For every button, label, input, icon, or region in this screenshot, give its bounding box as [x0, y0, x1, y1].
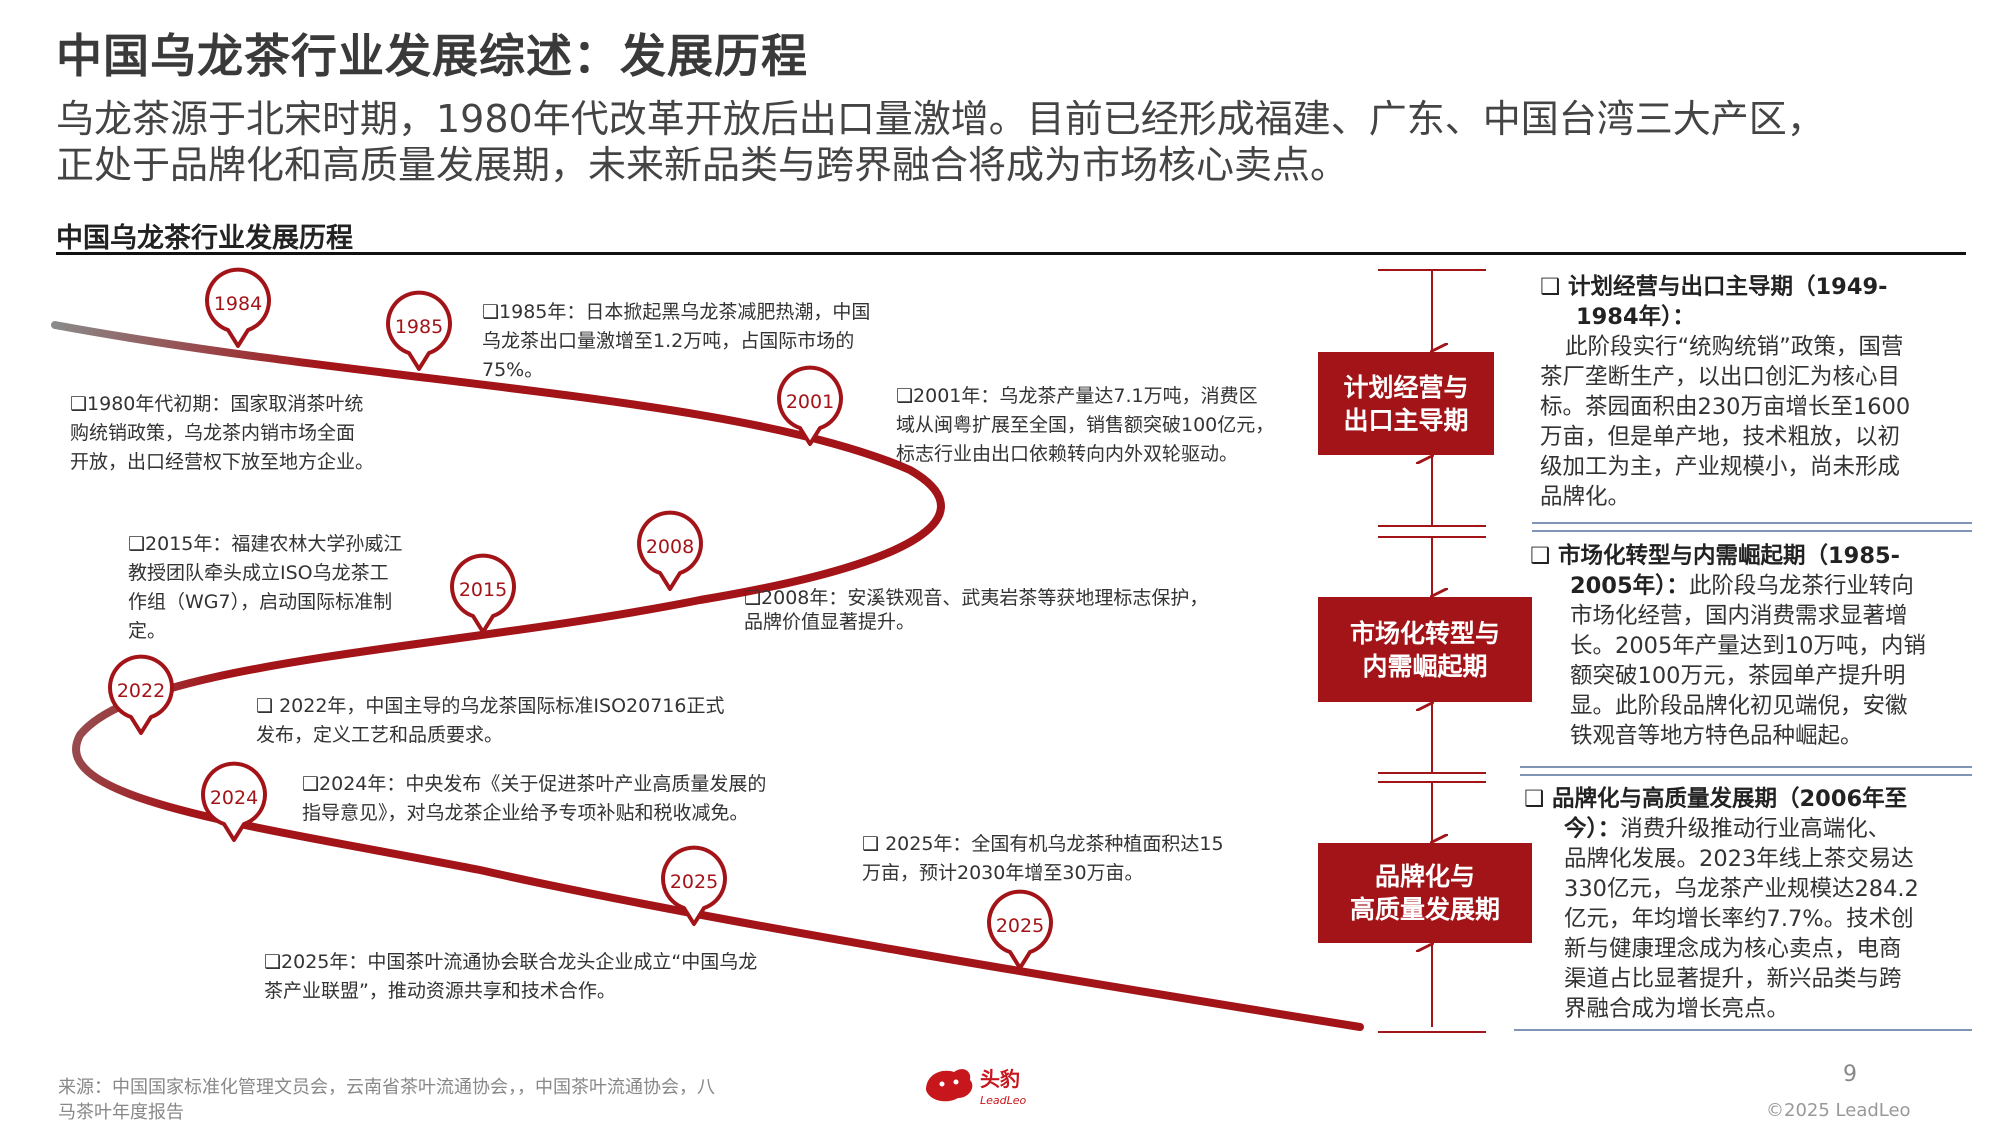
page-title: 中国乌龙茶行业发展综述：发展历程 [56, 29, 808, 83]
note-1980s: ❑1980年代初期：国家取消茶叶统购统销政策，乌龙茶内销市场全面开放，出口经营权… [70, 393, 375, 473]
phase-desc-1: ❑ 计划经营与出口主导期（1949- 1984年）： 此阶段实行“统购统销”政策… [1540, 274, 1911, 510]
year-pin-label: 1984 [214, 293, 262, 315]
note-2024: ❑2024年：中央发布《关于促进茶叶产业高质量发展的指导意见》，对乌龙茶企业给予… [302, 773, 767, 824]
note-2008: ❑2008年：安溪铁观音、武夷岩茶等获地理标志保护，品牌价值显著提升。 [744, 587, 1209, 633]
year-pin-label: 2022 [117, 680, 165, 702]
year-pin-label: 2008 [646, 536, 694, 558]
year-pin-label: 2001 [786, 391, 834, 413]
phase-box-market-transition: 市场化转型与内需崛起期 [1318, 597, 1532, 702]
phase-separator [1532, 530, 1972, 532]
copyright: ©2025 LeadLeo [1766, 1100, 1911, 1121]
year-pin-2025: 2025 [987, 889, 1053, 970]
svg-text:头豹: 头豹 [980, 1067, 1020, 1091]
note-1985: ❑1985年：日本掀起黑乌龙茶减肥热潮，中国乌龙茶出口量激增至1.2万吨，占国际… [482, 301, 871, 381]
year-pin-label: 2025 [996, 915, 1044, 937]
svg-text:LeadLeo: LeadLeo [980, 1094, 1027, 1107]
year-pin-label: 2024 [210, 787, 258, 809]
year-pin-2025: 2025 [661, 845, 727, 926]
note-2001: ❑2001年：乌龙茶产量达7.1万吨，消费区域从闽粤扩展至全国，销售额突破100… [896, 385, 1275, 465]
year-pin-2015: 2015 [450, 553, 516, 634]
phase-separator [1520, 766, 1972, 768]
year-pin-2008: 2008 [637, 510, 703, 591]
subtitle-line-2: 正处于品牌化和高质量发展期，未来新品类与跨界融合将成为市场核心卖点。 [56, 143, 1349, 187]
note-2025-alliance: ❑2025年：中国茶叶流通协会联合龙头企业成立“中国乌龙茶产业联盟”，推动资源共… [264, 951, 758, 1002]
leopard-icon: 头豹 LeadLeo [926, 1067, 1027, 1107]
year-pin-2024: 2024 [201, 761, 267, 842]
footer-source: 来源：中国国家标准化管理文员会，云南省茶叶流通协会，，中国茶叶流通协会，八 马茶… [58, 1077, 715, 1123]
leadleo-logo: 头豹 LeadLeo [920, 1060, 1050, 1110]
year-pin-label: 2025 [670, 871, 718, 893]
phase-desc-2: ❑ 市场化转型与内需崛起期（1985- 2005年）：此阶段乌龙茶行业转向 市场… [1530, 543, 1926, 749]
phase-connectors [1378, 269, 1486, 1033]
timeline-curve [51, 321, 1364, 1031]
year-pin-2022: 2022 [108, 654, 174, 735]
subtitle-line-1: 乌龙茶源于北宋时期，1980年代改革开放后出口量激增。目前已经形成福建、广东、中… [56, 97, 1825, 141]
section-title: 中国乌龙茶行业发展历程 [56, 223, 353, 254]
phase-box-branding: 品牌化与高质量发展期 [1318, 843, 1532, 943]
phase-separator [1532, 522, 1972, 524]
page-number: 9 [1843, 1062, 1857, 1087]
year-pin-1984: 1984 [205, 267, 271, 348]
year-pin-label: 2015 [459, 579, 507, 601]
phase-separator [1520, 774, 1972, 776]
year-pin-1985: 1985 [386, 290, 452, 371]
year-pin-label: 1985 [395, 316, 443, 338]
year-pin-2001: 2001 [777, 365, 843, 446]
phase-separator [1514, 1029, 1972, 1031]
year-pins: 1984 1985 2001 2008 2015 2022 2024 2025 2025 [108, 267, 1053, 970]
section-divider [56, 252, 1966, 255]
note-2022: ❑ 2022年，中国主导的乌龙茶国际标准ISO20716正式发布，定义工艺和品质… [256, 695, 725, 746]
note-2015: ❑2015年：福建农林大学孙威江教授团队牵头成立ISO乌龙茶工作组（WG7），启… [128, 533, 403, 642]
phase-desc-3: ❑ 品牌化与高质量发展期（2006年至 今）：消费升级推动行业高端化、 品牌化发… [1524, 786, 1919, 1022]
phase-box-planned-economy: 计划经营与出口主导期 [1318, 352, 1494, 455]
